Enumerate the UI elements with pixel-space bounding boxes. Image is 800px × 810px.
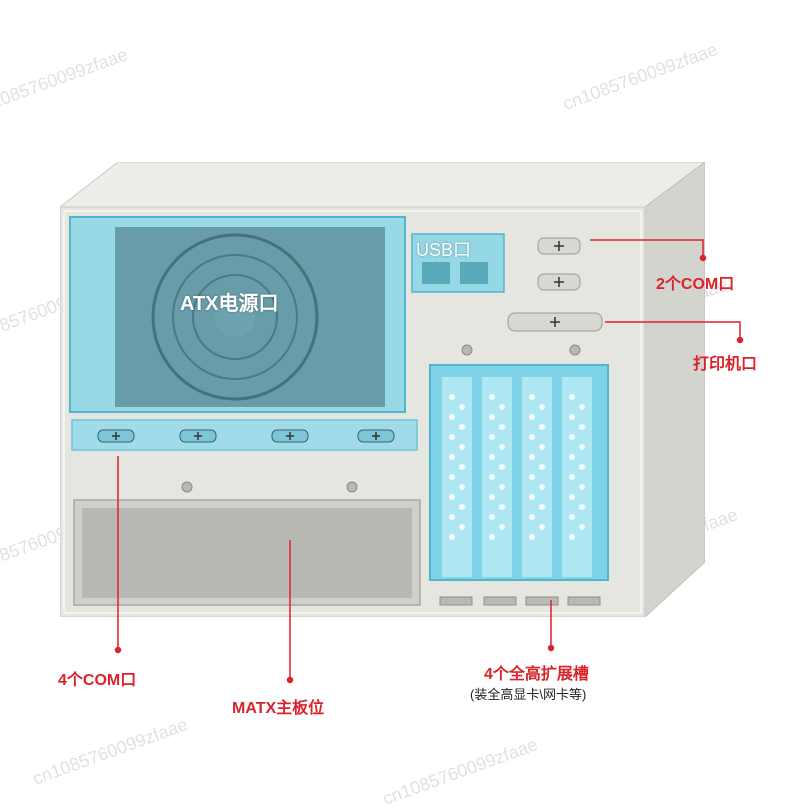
psu-highlight (69, 216, 406, 413)
usb-highlight (411, 233, 505, 293)
industrial-chassis (60, 162, 705, 617)
expansion-callout: 4个全高扩展槽 (484, 666, 589, 683)
matx-callout: MATX主板位 (232, 700, 325, 717)
psu-label: ATX电源口 (180, 293, 279, 315)
rear-serial-ports (507, 237, 603, 332)
usb-label: USB口 (416, 240, 472, 260)
com2-callout: 2个COM口 (656, 276, 735, 293)
printer-callout: 打印机口 (693, 356, 758, 373)
matx-opening (73, 499, 421, 606)
com4-callout: 4个COM口 (58, 672, 137, 689)
expansion-sub-callout: (装全高显卡\网卡等) (470, 687, 587, 702)
expansion-slots (429, 364, 609, 606)
com4-strip (71, 419, 418, 451)
